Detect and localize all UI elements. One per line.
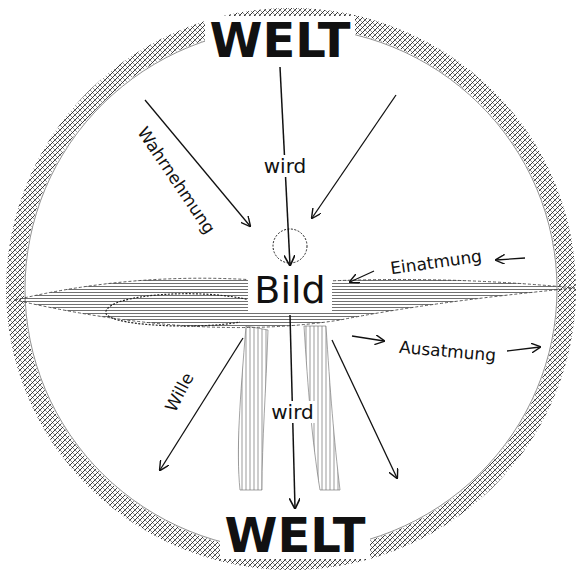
edge-label: wird — [261, 155, 309, 177]
band-loop — [106, 294, 250, 326]
perception-arrow — [312, 95, 396, 218]
will-arrow — [160, 338, 243, 470]
will-arrow — [332, 340, 397, 478]
edge-label: wird — [268, 401, 316, 423]
node-text: WELT — [224, 511, 365, 559]
node-text: Bild — [254, 271, 325, 309]
left-column — [238, 326, 268, 490]
concept-label: Ausatmung — [399, 337, 498, 364]
exhale-arrow — [352, 336, 384, 341]
inhale-arrow — [496, 258, 525, 260]
concept-label: Wille — [162, 369, 198, 414]
world-word: WELT — [205, 16, 354, 64]
node-text: WELT — [209, 16, 350, 64]
concept-label: Einatmung — [389, 246, 483, 277]
exhale-arrow — [507, 347, 540, 351]
world-word: WELT — [220, 511, 369, 559]
inhale-arrow — [350, 271, 374, 282]
concept-label: Wahrnehmung — [133, 123, 218, 237]
image-word: Bild — [248, 268, 331, 312]
